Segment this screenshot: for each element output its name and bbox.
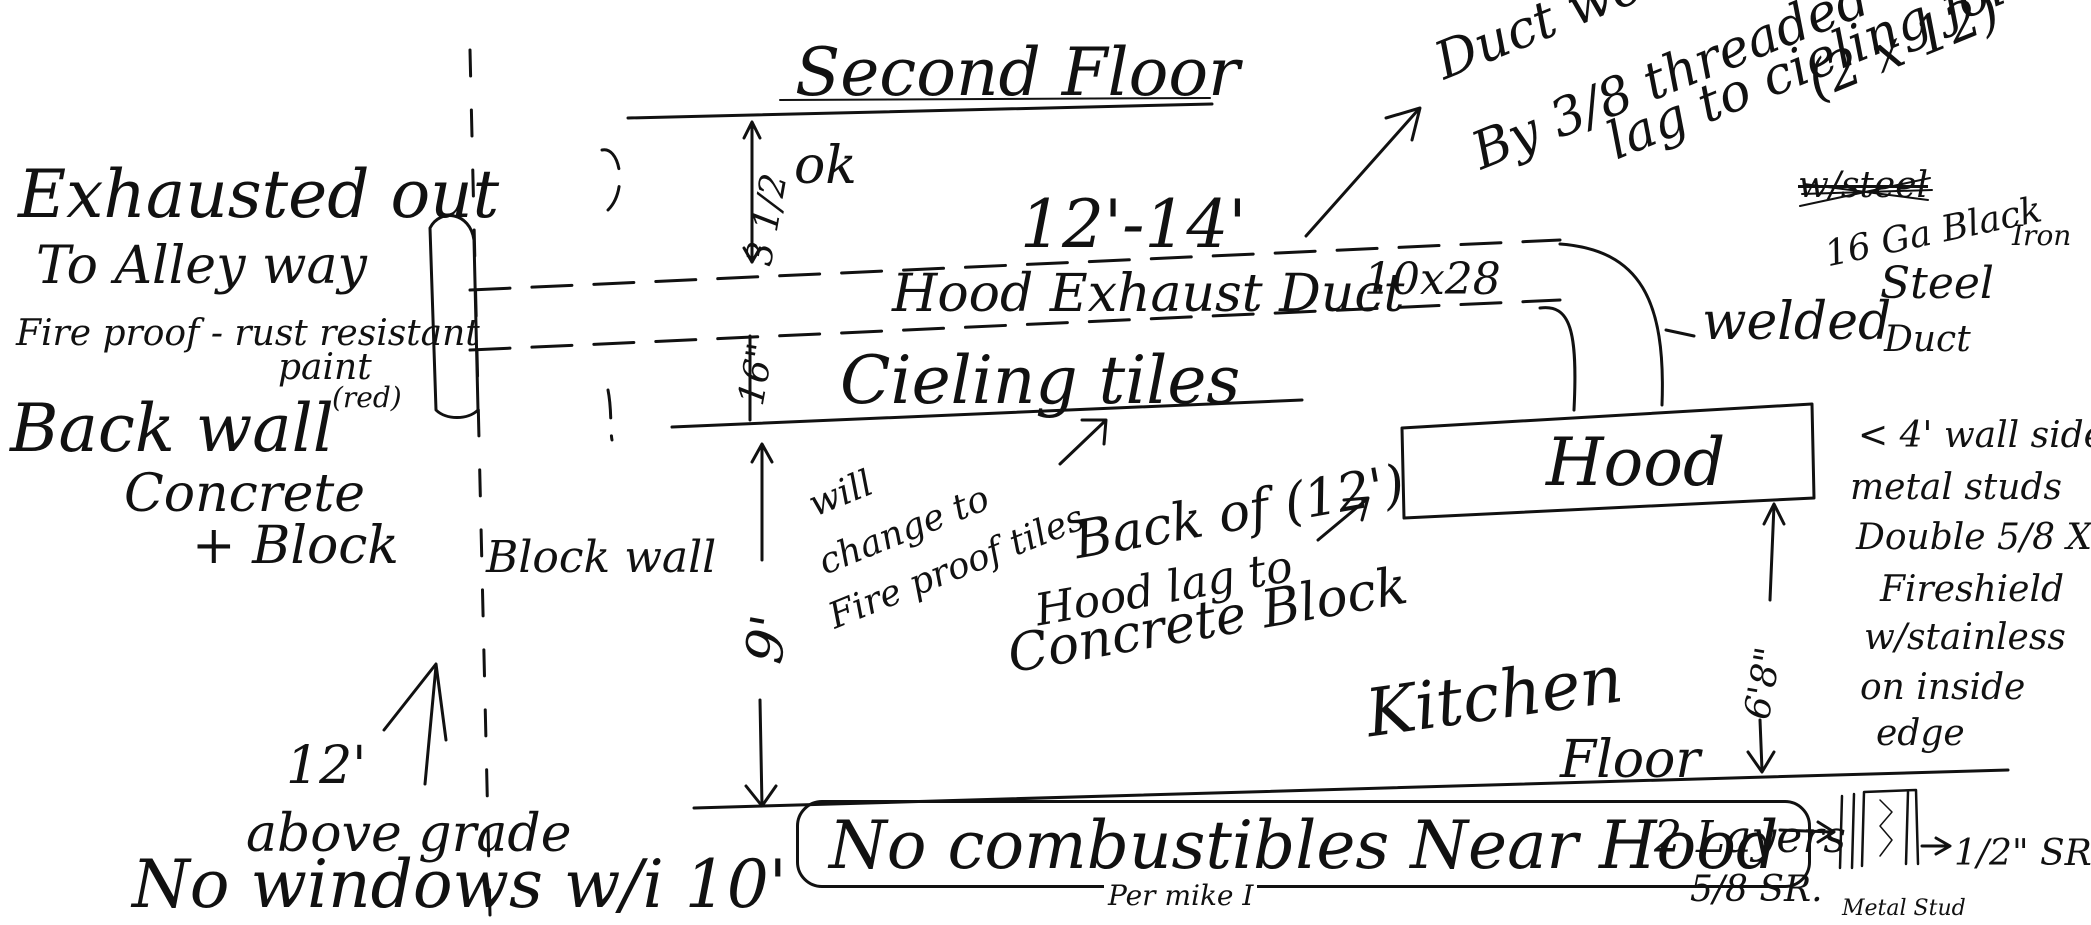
dim-9-arrow-bottom <box>758 698 764 808</box>
wall-section <box>1838 788 1920 870</box>
red-label: (red) <box>332 381 402 414</box>
welded-label: welded <box>1702 292 1892 352</box>
nine-ft-label: 9' <box>734 610 802 668</box>
back-of-pointer <box>1316 498 1368 542</box>
dim-6-8-arrow-bottom <box>1758 718 1764 772</box>
second-floor-underline <box>779 97 1211 101</box>
strikeout-scribble <box>1799 177 1933 207</box>
second-floor-label: Second Floor <box>795 34 1240 111</box>
fireproof-label: Fire proof - rust resistant <box>16 313 480 354</box>
block-wall-dashed <box>468 48 492 917</box>
no-combustibles-box: No combustibles Near Hood <box>796 800 1812 888</box>
back-wall-label: Back wall <box>10 390 334 467</box>
exhausted-label-1: Exhausted out <box>18 156 500 233</box>
five-eighths-sr-label: 5/8 SR. <box>1690 869 1823 910</box>
ceiling-line <box>670 398 1304 429</box>
duct-size-label: 10x28 <box>1364 254 1501 305</box>
second-floor-line <box>626 102 1214 120</box>
wall-side-note-1: < 4' wall side <box>1858 415 2091 456</box>
duct-dash-bottom <box>468 298 1562 352</box>
twelve-ft-label: 12' <box>286 736 367 796</box>
half-sr-label: 1/2" SR. <box>1954 833 2091 874</box>
welded-tick <box>1664 328 1696 338</box>
ceiling-tiles-label: Cieling tiles <box>840 342 1241 419</box>
gauge-note-3: Duct <box>1884 319 1971 360</box>
duct-work-pointer <box>1304 108 1420 238</box>
dim-9-head-bottom <box>744 784 778 808</box>
wall-side-note-7: edge <box>1876 713 1965 754</box>
dim-6-8-arrow-top <box>1768 503 1776 602</box>
metal-stud-label: Metal Stud <box>1842 896 1966 921</box>
and-block-label: + Block <box>192 516 399 576</box>
dim-6-8-head-bottom <box>1746 750 1776 774</box>
wall-side-note-6: on inside <box>1860 667 2026 708</box>
tiles-pointer-head <box>1080 418 1108 446</box>
layers-arrow-head <box>1816 820 1836 844</box>
no-combustibles-label: No combustibles Near Hood <box>829 807 1779 884</box>
tiles-pointer <box>1058 420 1106 466</box>
hood-box <box>1400 402 1816 520</box>
duct-elbow <box>1538 306 1577 412</box>
above-grade-label: above grade <box>246 804 572 864</box>
hood-exhaust-duct-label: Hood Exhaust Duct <box>892 264 1405 324</box>
gauge-note-iron: Iron <box>2012 219 2072 252</box>
grade-arrow-head <box>382 662 448 742</box>
exhaust-outlet <box>428 214 480 419</box>
wall-section-zigzag <box>1879 799 1893 857</box>
dim-3-5-head-bottom <box>742 246 762 264</box>
half-sr-arrow-head <box>1934 836 1952 856</box>
hood-label: Hood <box>1546 424 1726 501</box>
grade-arrow <box>423 664 438 786</box>
back-of-pointer-head <box>1342 496 1370 522</box>
dim-3-5-head-top <box>742 120 762 140</box>
floor-label: Floor <box>1560 730 1701 790</box>
concrete-label: Concrete <box>124 464 366 524</box>
wall-bracket <box>600 148 622 442</box>
height-range-label: 12'-14' <box>1020 186 1247 263</box>
wall-side-note-3: Double 5/8 X <box>1856 517 2091 558</box>
paint-label: paint <box>278 347 372 388</box>
strikeout-note: w/steel <box>1798 165 1929 206</box>
gauge-note-2: Steel <box>1880 258 1994 309</box>
two-layers-label: 2 Layers <box>1654 812 1846 863</box>
layers-arrow <box>1778 828 1834 834</box>
wall-side-note-2: metal studs <box>1850 467 2062 508</box>
per-mike-label: Per mike I <box>1104 882 1258 910</box>
ok-label: ok <box>794 136 857 196</box>
block-wall-label: Block wall <box>486 532 717 583</box>
dim-6-8-head-top <box>1762 502 1786 526</box>
wall-side-note-5: w/stainless <box>1864 617 2066 658</box>
dim-9-head-top <box>750 442 774 464</box>
duct-elbow-outer <box>1558 242 1664 407</box>
duct-work-pointer-head <box>1384 106 1422 142</box>
duct-dash-top <box>468 238 1562 292</box>
exhausted-label-2: To Alley way <box>36 236 367 296</box>
wall-side-note-4: Fireshield <box>1880 569 2065 610</box>
no-windows-label: No windows w/i 10' <box>132 846 787 923</box>
